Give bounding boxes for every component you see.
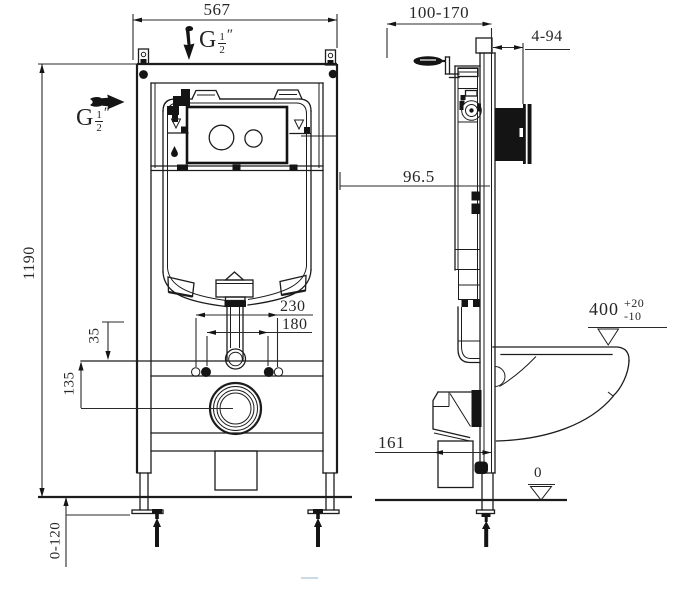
tank-handle-right: [273, 89, 303, 100]
mounting-bar: [80, 360, 324, 377]
seat-height-triangle-icon: [597, 328, 620, 346]
side-view-rail: [474, 37, 532, 547]
fixing-clip-left: [137, 48, 150, 65]
pipe-clamp-circle: [224, 348, 247, 370]
cistern-tank-front: [150, 89, 338, 308]
stop-valve-handle: [413, 56, 479, 79]
dim-height-label: 1190: [21, 246, 38, 280]
mount-hole-outer-right: [273, 367, 284, 377]
cistern-tank-side: [413, 56, 482, 364]
drain-drop-box: [437, 440, 474, 489]
foot-plate-right: [307, 509, 340, 515]
mount-stud-right: [263, 367, 274, 377]
right-arrow-icon: [90, 94, 125, 110]
front-dimensions: [38, 14, 338, 567]
side-dimensions: [339, 21, 667, 501]
anchor-bolt-left: [152, 509, 162, 547]
dim-180-label: 180: [282, 316, 308, 333]
fraction: 1 2: [218, 31, 226, 57]
drip-icon: [171, 146, 178, 158]
dim-seat-height-label: 400 +20 -10: [589, 296, 645, 323]
bolt-hole-right: [328, 69, 338, 79]
dim-135-label: 135: [61, 371, 78, 396]
supply-label-left: G 1 2 ″: [76, 105, 111, 135]
mount-stud-left: [201, 367, 211, 377]
dim-plate-depth-label: 4-94: [531, 28, 563, 45]
anchor-bolt-side: [481, 513, 491, 547]
waste-outlet: [81, 381, 263, 436]
dim-96-5-label: 96.5: [403, 167, 435, 186]
level-triangle-right-icon: [289, 119, 311, 135]
dim-35-label: 35: [86, 327, 103, 344]
pipe-clamp-side: [474, 461, 488, 474]
dim-230-label: 230: [280, 298, 306, 315]
flush-button-small: [244, 129, 263, 148]
anchor-bolt-right: [313, 509, 323, 547]
tank-handle-left: [191, 89, 221, 100]
floor-datum-triangle-icon: [529, 486, 553, 501]
datum-zero-label: 0: [534, 465, 542, 481]
flush-valve-and-pipe: [215, 271, 254, 370]
dim-161-label: 161: [378, 433, 405, 452]
dim-floor-adjust-label: 0-120: [47, 521, 64, 560]
front-view-frame: [131, 48, 340, 547]
flush-bend-sleeve: [495, 108, 523, 161]
foot-plate-left: [131, 509, 164, 515]
inlet-valve-side: [459, 89, 482, 121]
mount-hole-outer-left: [191, 367, 201, 377]
supply-label-top: G 1 2 ″: [199, 27, 234, 57]
fraction: 1 2: [95, 109, 103, 135]
fixing-clip-right: [324, 49, 337, 66]
flush-plate: [185, 105, 289, 165]
down-arrow-icon: [183, 26, 195, 60]
flush-connection-bump: [494, 366, 506, 387]
level-triangle-left-icon: [167, 118, 189, 134]
tolerance-stack: +20 -10: [624, 296, 645, 323]
toilet-bowl-outline: [492, 346, 630, 442]
dim-width-top-label: 567: [203, 0, 231, 19]
drain-bracket-box: [214, 450, 258, 491]
drain-elbow: [432, 390, 482, 489]
flush-button-large: [208, 124, 235, 151]
dim-depth-range-label: 100-170: [408, 3, 470, 22]
bolt-hole-left: [139, 70, 148, 79]
